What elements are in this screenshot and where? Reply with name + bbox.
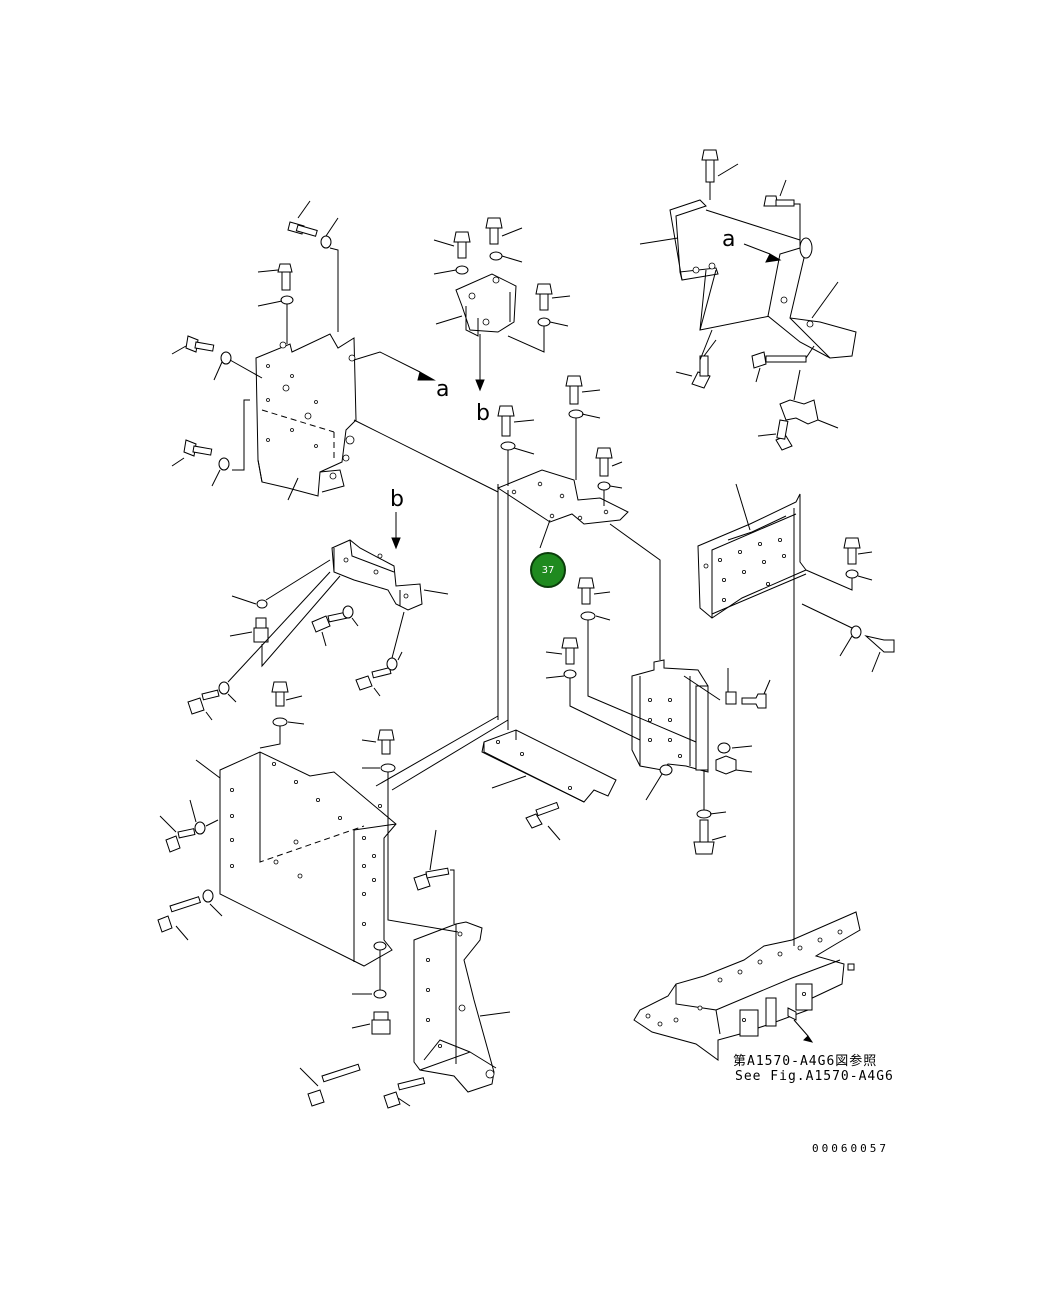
bolt-set-upper-left bbox=[171, 200, 339, 501]
callout-number: 37 bbox=[541, 564, 555, 576]
reference-note-en: See Fig.A1570-A4G6 bbox=[735, 1069, 894, 1084]
view-label-b-top: b bbox=[476, 401, 490, 426]
view-arrow-a-left bbox=[353, 351, 421, 373]
bracket-left-middle bbox=[187, 512, 449, 721]
bracket-small-top-center bbox=[433, 217, 571, 392]
arrow-head-icon bbox=[417, 371, 436, 381]
reference-note-jp: 第A1570-A4G6図参照 bbox=[733, 1054, 878, 1069]
channel-center bbox=[481, 484, 617, 841]
drawing-number: 00060057 bbox=[812, 1142, 889, 1155]
connector-lines bbox=[353, 329, 713, 791]
plate-center-37 bbox=[496, 375, 661, 660]
bracket-bottom-center bbox=[299, 772, 511, 1109]
bracket-right-lower bbox=[545, 577, 771, 855]
bracket-plate-upper-left bbox=[255, 333, 357, 497]
view-label-a-left: a bbox=[436, 377, 449, 402]
part-callout-37[interactable]: 37 bbox=[530, 552, 566, 588]
view-label-a-right: a bbox=[722, 227, 735, 252]
bracket-assembly-top-right bbox=[639, 149, 857, 451]
view-label-b-left: b bbox=[390, 487, 404, 512]
box-panel-lower-left bbox=[157, 681, 397, 1035]
frame-lower-right bbox=[633, 508, 861, 1061]
bracket-right-upper bbox=[697, 483, 895, 673]
